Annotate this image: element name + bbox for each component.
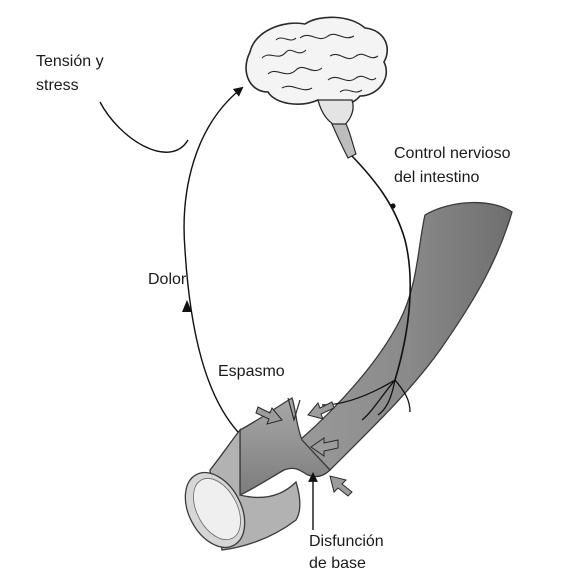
- spasm-arrow-icon: [330, 476, 352, 496]
- label-tension-line2: stress: [36, 76, 79, 96]
- label-control-line2: del intestino: [394, 168, 479, 188]
- label-tension-line1: Tensión y: [36, 52, 104, 72]
- nerve-junction-dot: [390, 203, 395, 208]
- label-disfuncion-line1: Disfunción: [309, 532, 384, 552]
- label-disfuncion-line2: de base: [309, 554, 366, 574]
- label-control-line1: Control nervioso: [394, 144, 511, 164]
- label-espasmo: Espasmo: [218, 362, 285, 382]
- label-dolor: Dolor: [148, 270, 186, 290]
- brain-icon: [246, 17, 387, 158]
- stress-arrow: [100, 102, 188, 152]
